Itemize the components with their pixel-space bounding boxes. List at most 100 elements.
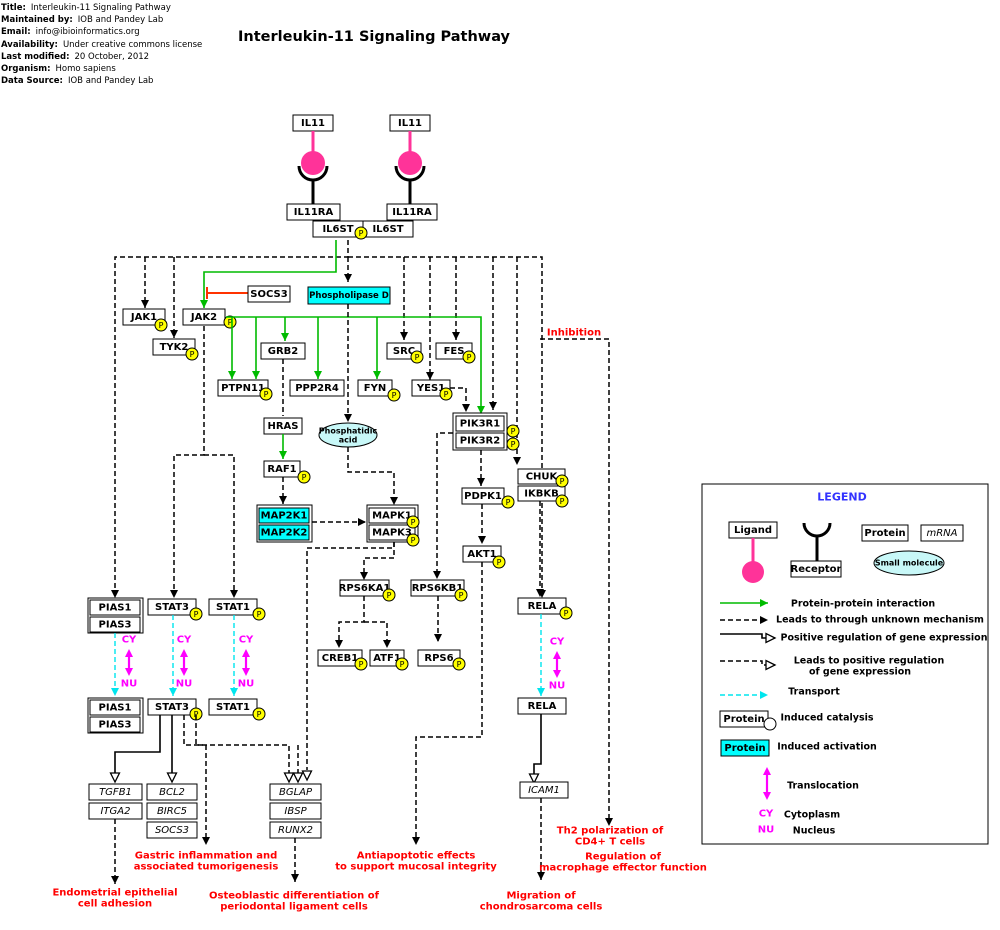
pias3-box xyxy=(89,616,141,633)
transport-arrow-head xyxy=(169,688,177,696)
outcome-label: Gastric inflammation and xyxy=(135,851,277,862)
map2k1-box xyxy=(258,507,310,524)
outcome-label: macrophage effector function xyxy=(539,863,707,874)
outcome-label: chondrosarcoma cells xyxy=(480,902,603,913)
phospholipase-d-label: Phospholipase D xyxy=(309,291,389,301)
pias1-box xyxy=(89,599,141,616)
ppi-edge xyxy=(226,316,482,407)
meta-label: Organism: xyxy=(1,64,51,75)
translocation-arrow-head xyxy=(242,649,250,657)
phospho-marker xyxy=(501,495,515,509)
socs3-mrna-label: SOCS3 xyxy=(155,825,189,836)
map2k2-box xyxy=(258,524,310,541)
socs3-box xyxy=(247,285,291,303)
unknown-edge xyxy=(415,562,483,838)
legend-activation-label: Induced activation xyxy=(777,742,877,753)
legend-leads-pos-label: of gene expression xyxy=(809,667,911,678)
phospho-label: P xyxy=(302,473,307,482)
unknown-arrow-head xyxy=(170,330,178,338)
legend-nucleus-label: Nucleus xyxy=(793,826,836,837)
outcome-label: Regulation of xyxy=(585,852,661,863)
meta-label: Availability: xyxy=(1,39,58,50)
grb2-label: GRB2 xyxy=(268,346,299,357)
itga2-label: ITGA2 xyxy=(100,806,130,817)
unknown-arrow-head xyxy=(489,402,497,410)
birc5-label: BIRC5 xyxy=(157,806,187,817)
phospho-marker xyxy=(410,350,424,364)
outcome-label: Osteoblastic differentiation of xyxy=(209,891,380,902)
phospho-label: P xyxy=(444,390,449,399)
phospho-marker xyxy=(406,515,420,529)
legend-activation-box-box xyxy=(720,739,770,757)
unknown-edge xyxy=(436,432,453,575)
bcl2-label: BCL2 xyxy=(159,787,185,798)
positive-regulation-edge xyxy=(114,715,161,773)
outcome-label: periodontal ligament cells xyxy=(220,902,368,913)
phospho-marker xyxy=(189,607,203,621)
ikbkb-box xyxy=(517,485,566,502)
phospho-marker xyxy=(452,657,466,671)
phospho-label: P xyxy=(159,321,164,330)
raf1-box xyxy=(263,460,301,478)
map2k1-label: MAP2K1 xyxy=(261,511,308,522)
positive-regulation-head xyxy=(765,632,777,644)
akt1-label: AKT1 xyxy=(467,549,496,560)
unknown-arrow-head xyxy=(344,414,352,422)
meta-availability: Under creative commons license xyxy=(62,39,203,50)
meta-organism: Homo sapiens xyxy=(55,64,116,75)
phospho-label: P xyxy=(511,440,516,449)
phospho-label: P xyxy=(506,498,511,507)
phospho-marker xyxy=(297,470,311,484)
rps6kb1-label: RPS6KB1 xyxy=(412,583,464,594)
ibsp-box xyxy=(269,802,322,820)
receptor-cup xyxy=(297,165,329,182)
legend-title: LEGEND xyxy=(817,491,866,504)
unknown-arrow-head xyxy=(537,872,545,880)
unknown-arrow-head xyxy=(202,837,210,845)
hollow-arrow-head xyxy=(109,772,121,784)
legend-catalysis-box-label: Protein xyxy=(723,714,764,725)
phospho-label: P xyxy=(467,353,472,362)
unknown-arrow-head xyxy=(358,518,366,526)
phospho-marker xyxy=(185,347,199,361)
unknown-arrow-head xyxy=(605,818,613,826)
phospho-marker xyxy=(555,474,569,488)
cytoplasm-label: CY xyxy=(550,637,565,648)
phospho-marker xyxy=(354,226,368,240)
phospho-label: P xyxy=(411,536,416,545)
phospho-label: P xyxy=(457,660,462,669)
unknown-arrow-head xyxy=(291,874,299,882)
pik3r1-box xyxy=(455,415,505,432)
stat1-label: STAT1 xyxy=(216,602,250,613)
fes-label: FES xyxy=(444,346,465,357)
legend-box xyxy=(701,483,989,845)
unknown-edge xyxy=(114,240,349,592)
phospho-label: P xyxy=(359,660,364,669)
phospho-label: P xyxy=(560,497,565,506)
nucleus-label: NU xyxy=(176,679,193,690)
meta-label: Email: xyxy=(1,27,31,38)
meta-modified: 20 October, 2012 xyxy=(74,51,150,62)
ikbkb-label: IKBKB xyxy=(524,489,558,500)
tgfb1-label: TGFB1 xyxy=(99,787,132,798)
cytoplasm-label: CY xyxy=(122,635,137,646)
unknown-arrow-head xyxy=(426,372,434,380)
legend-ligand-label: Ligand xyxy=(734,525,772,536)
il6st-label: IL6ST xyxy=(372,224,403,235)
rela-box xyxy=(517,597,567,615)
legend-transport-label: Transport xyxy=(788,687,840,698)
outcome-label: to support mucosal integrity xyxy=(335,862,497,873)
legend-ligand-ball xyxy=(742,561,764,583)
birc5-box xyxy=(146,802,198,820)
phospho-label: P xyxy=(392,391,397,400)
legend-protein-box xyxy=(861,524,909,542)
diagram-title: Interleukin-11 Signaling Pathway xyxy=(238,29,510,45)
unknown-arrow-head xyxy=(462,404,470,412)
metadata-block: Title:Interleukin-11 Signaling Pathway M… xyxy=(1,2,202,87)
transport-arrow-head xyxy=(111,688,119,696)
rps6ka1-label: RPS6KA1 xyxy=(339,583,391,594)
chuk-label: CHUK xyxy=(526,472,559,483)
unknown-edge xyxy=(204,454,235,592)
ppi-arrow-head xyxy=(252,371,260,379)
legend-nu: NU xyxy=(758,825,775,836)
